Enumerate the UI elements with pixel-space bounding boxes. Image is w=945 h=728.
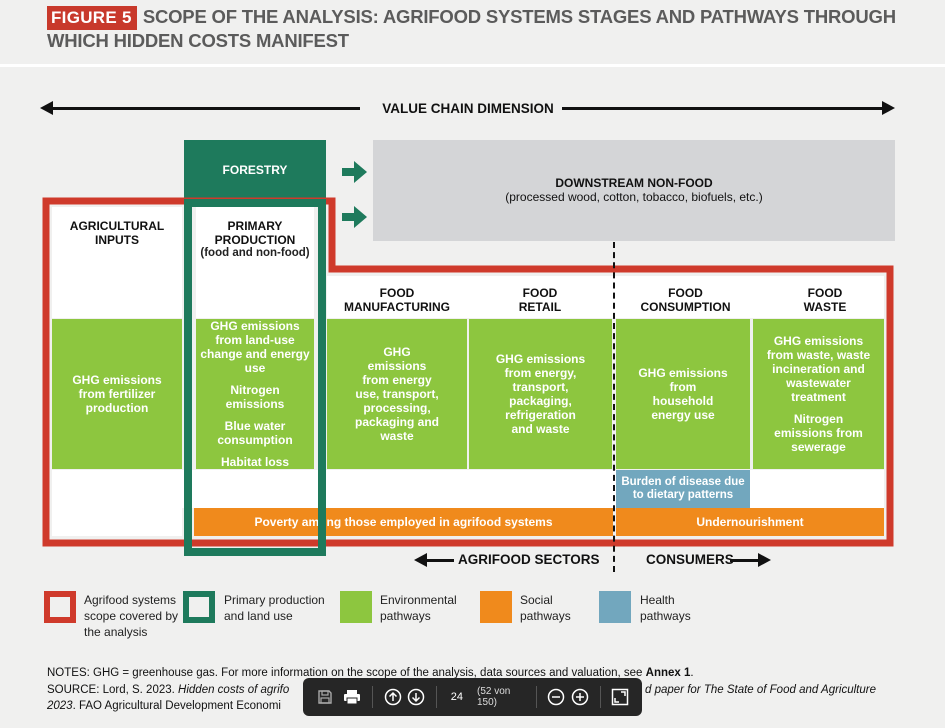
notes-period: . xyxy=(690,667,694,679)
env-primary-item-3: Blue water consumption xyxy=(217,419,293,447)
legend-health-swatch xyxy=(599,591,631,623)
value-chain-line-right xyxy=(562,107,884,110)
health-row xyxy=(52,470,884,508)
next-page-icon[interactable] xyxy=(404,684,427,710)
legend-scope-label: Agrifood systems scope covered by the an… xyxy=(84,593,179,639)
agrifood-sectors-arrow-icon xyxy=(414,553,427,567)
print-icon[interactable] xyxy=(340,684,363,710)
env-food-consumption: GHG emissions from household energy use xyxy=(616,319,750,469)
page-count: (52 von 150) xyxy=(477,686,511,708)
agricultural-inputs-header: AGRICULTURAL INPUTS xyxy=(52,207,182,318)
env-primary-item-2: Nitrogen emissions xyxy=(225,383,285,411)
sector-header-row xyxy=(327,276,884,318)
header-divider xyxy=(0,64,945,67)
source-org: . FAO Agricultural Development Economi xyxy=(72,700,281,712)
legend-health-label: Health pathways xyxy=(640,593,691,623)
legend-social-swatch xyxy=(480,591,512,623)
food-manufacturing-label: FOOD MANUFACTURING xyxy=(344,286,450,314)
env-primary-production: GHG emissions from land-use change and e… xyxy=(196,319,314,469)
social-poverty-bar: Poverty among those employed in agrifood… xyxy=(194,508,613,536)
legend-scope-swatch xyxy=(44,591,76,623)
social-undernourishment-text: Undernourishment xyxy=(696,515,804,529)
env-primary-item-4: Habitat loss xyxy=(220,455,289,469)
env-food-manufacturing: GHG emissions from energy use, transport… xyxy=(327,319,467,469)
notes-text: NOTES: GHG = greenhouse gas. For more in… xyxy=(47,667,643,679)
forestry-box: FORESTRY xyxy=(184,140,326,200)
agrifood-sectors-label: AGRIFOOD SECTORS xyxy=(458,552,600,567)
value-chain-arrow-right-icon xyxy=(882,101,895,115)
figure-title: SCOPE OF THE ANALYSIS: AGRIFOOD SYSTEMS … xyxy=(47,6,896,51)
food-waste-label: FOOD WASTE xyxy=(803,286,847,314)
social-row-left-blank xyxy=(52,508,182,536)
env-agricultural-inputs: GHG emissions from fertilizer production xyxy=(52,319,182,469)
downstream-title: DOWNSTREAM NON-FOOD xyxy=(555,176,713,190)
toolbar-separator-4 xyxy=(599,686,601,708)
notes-line-1: NOTES: GHG = greenhouse gas. For more in… xyxy=(47,665,927,681)
social-undernourishment-bar: Undernourishment xyxy=(616,508,884,536)
annex-link[interactable]: Annex 1 xyxy=(645,667,691,679)
value-chain-label: VALUE CHAIN DIMENSION xyxy=(382,101,554,116)
arrow-to-downstream-2-icon xyxy=(342,206,367,228)
env-waste-item-2: Nitrogen emissions from sewerage xyxy=(774,412,863,454)
food-consumption-label: FOOD CONSUMPTION xyxy=(640,286,731,314)
toolbar-separator-2 xyxy=(435,686,437,708)
sector-consumer-divider xyxy=(613,242,615,572)
zoom-in-icon[interactable] xyxy=(568,684,591,710)
previous-page-icon[interactable] xyxy=(381,684,404,710)
consumers-label: CONSUMERS xyxy=(646,552,734,567)
primary-production-label: PRIMARY PRODUCTION xyxy=(214,219,296,247)
legend-environmental-label: Environmental pathways xyxy=(380,593,457,623)
env-food-waste: GHG emissions from waste, waste incinera… xyxy=(753,319,884,469)
food-retail-label: FOOD RETAIL xyxy=(518,286,562,314)
source-title-part-b: d paper for The State of Food and Agricu… xyxy=(645,684,876,696)
primary-production-header: PRIMARY PRODUCTION (food and non-food) xyxy=(196,207,314,318)
value-chain-arrow-left-icon xyxy=(40,101,53,115)
pdf-toolbar: 24 (52 von 150) xyxy=(303,678,642,716)
notes-line-2: SOURCE: Lord, S. 2023. Hidden costs of a… xyxy=(47,682,927,698)
downstream-subtitle: (processed wood, cotton, tobacco, biofue… xyxy=(505,190,763,204)
downstream-non-food-box: DOWNSTREAM NON-FOOD (processed wood, cot… xyxy=(373,140,895,241)
legend-primary-swatch xyxy=(183,591,215,623)
legend-social-label: Social pathways xyxy=(520,593,571,623)
zoom-out-icon[interactable] xyxy=(545,684,568,710)
agricultural-inputs-label: AGRICULTURAL INPUTS xyxy=(69,219,165,247)
forestry-label: FORESTRY xyxy=(222,163,288,177)
primary-production-outline xyxy=(184,199,326,556)
social-poverty-text: Poverty among those employed in agrifood… xyxy=(254,515,553,529)
source-text: SOURCE: Lord, S. 2023. xyxy=(47,684,175,696)
source-title-part-a: Hidden costs of agrifo xyxy=(178,684,290,696)
env-primary-item-1: GHG emissions from land-use change and e… xyxy=(200,319,310,375)
page-number-input[interactable]: 24 xyxy=(450,691,463,703)
env-waste-item-1: GHG emissions from waste, waste incinera… xyxy=(766,334,871,404)
toolbar-separator-3 xyxy=(535,686,537,708)
env-retail-text: GHG emissions from energy, transport, pa… xyxy=(495,352,586,436)
health-burden-of-disease: Burden of disease due to dietary pattern… xyxy=(616,470,750,508)
figure-tag: FIGURE 5 xyxy=(47,6,137,30)
notes-line-3: 2023. FAO Agricultural Development Econo… xyxy=(47,698,307,714)
primary-production-sublabel: (food and non-food) xyxy=(200,247,310,259)
env-food-retail: GHG emissions from energy, transport, pa… xyxy=(469,319,612,469)
env-manufacturing-text: GHG emissions from energy use, transport… xyxy=(354,345,440,443)
legend-environmental-swatch xyxy=(340,591,372,623)
arrow-to-downstream-icon xyxy=(342,161,367,183)
fit-page-icon[interactable] xyxy=(609,684,632,710)
toolbar-separator xyxy=(371,686,373,708)
legend-primary-label: Primary production and land use xyxy=(224,593,325,623)
consumers-arrow-icon xyxy=(758,553,771,567)
save-icon[interactable] xyxy=(313,684,336,710)
value-chain-line-left xyxy=(50,107,360,110)
health-text: Burden of disease due to dietary pattern… xyxy=(621,476,745,501)
source-year: 2023 xyxy=(47,700,73,712)
agrifood-sectors-line xyxy=(424,559,454,562)
env-agri-inputs-text: GHG emissions from fertilizer production xyxy=(72,373,162,415)
consumers-line xyxy=(730,559,760,562)
env-consumption-text: GHG emissions from household energy use xyxy=(638,366,728,422)
